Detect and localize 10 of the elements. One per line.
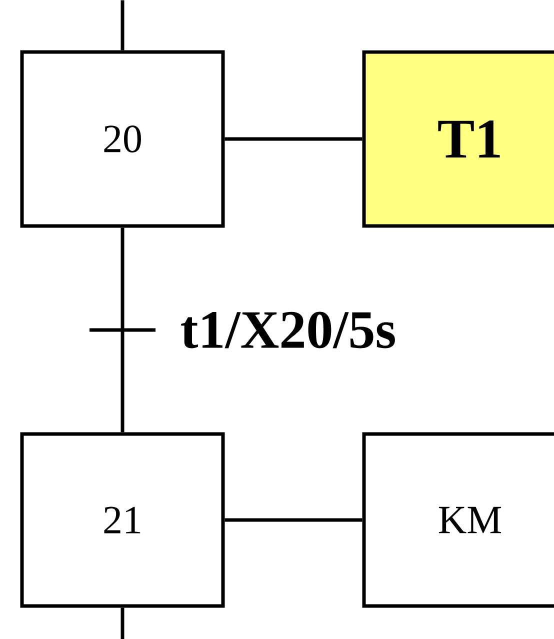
step-box: 20: [20, 50, 225, 228]
connector-line: [120, 0, 124, 50]
action-box: T1: [362, 50, 554, 228]
connector-line: [224, 137, 362, 141]
connector-line: [120, 608, 124, 639]
step-box: 21: [20, 432, 225, 608]
connector-line: [120, 228, 124, 432]
transition-condition: t1/X20/5s: [181, 312, 395, 348]
action-box: KM: [362, 432, 554, 608]
connector-line: [224, 518, 362, 522]
